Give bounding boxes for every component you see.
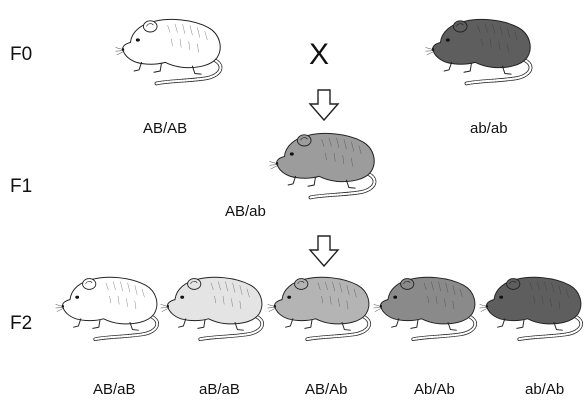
mouse-f2-1	[56, 277, 158, 339]
mouse-f0-right	[426, 19, 531, 83]
genotype-f0-left: AB/AB	[143, 120, 187, 137]
arrow-f0-to-f1	[310, 90, 338, 120]
genotype-f2-1: AB/aB	[93, 381, 136, 398]
mouse-f2-4	[374, 277, 476, 339]
genotype-f1: AB/ab	[225, 203, 266, 220]
genotype-f0-right: ab/ab	[470, 120, 508, 137]
genotype-f2-5: ab/Ab	[525, 381, 564, 398]
mouse-f1	[270, 133, 375, 197]
genotype-f2-2: aB/aB	[199, 381, 240, 398]
genotype-f2-4: Ab/Ab	[414, 381, 455, 398]
mouse-f2-3	[268, 277, 370, 339]
mouse-f0-left	[116, 19, 221, 83]
mouse-f2-5	[480, 277, 582, 339]
genotype-f2-3: AB/Ab	[305, 381, 348, 398]
arrow-f1-to-f2	[310, 236, 338, 266]
mouse-f2-2	[161, 277, 263, 339]
